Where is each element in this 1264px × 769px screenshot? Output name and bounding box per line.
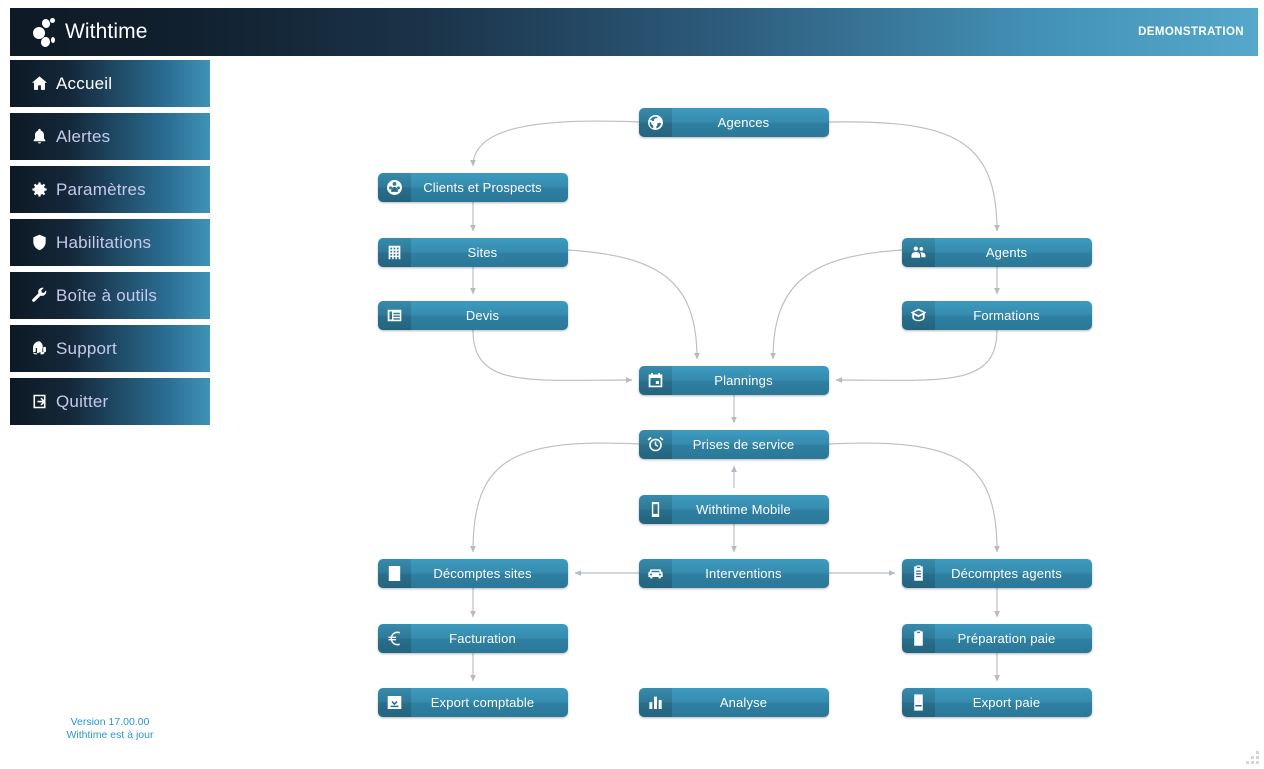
flow-node-agents[interactable]: Agents	[902, 238, 1092, 267]
flow-node-sites[interactable]: Sites	[378, 238, 568, 267]
flow-node-clients[interactable]: Clients et Prospects	[378, 173, 568, 202]
flow-node-label: Décomptes sites	[433, 566, 532, 581]
flow-node-export_paie[interactable]: Export paie	[902, 688, 1092, 717]
car-icon	[639, 559, 672, 588]
app-header: Withtime DEMONSTRATION	[10, 8, 1258, 56]
version-status: Withtime est à jour	[66, 729, 154, 741]
flow-node-label: Préparation paie	[957, 631, 1056, 646]
globe-icon	[639, 108, 672, 137]
shield-icon	[22, 233, 56, 252]
resize-grip-icon[interactable]	[1246, 751, 1260, 765]
bar-chart-icon	[639, 688, 672, 717]
version-number: Version 17.00.00	[70, 716, 150, 728]
version-block: Version 17.00.00 Withtime est à jour	[10, 716, 210, 742]
flow-node-preparation_paie[interactable]: Préparation paie	[902, 624, 1092, 653]
gear-icon	[22, 180, 56, 199]
app-title: Withtime	[65, 20, 148, 43]
sidebar-item-alertes[interactable]: Alertes	[10, 113, 210, 160]
flow-node-facturation[interactable]: Facturation	[378, 624, 568, 653]
flow-node-label: Sites	[467, 245, 498, 260]
environment-badge: DEMONSTRATION	[1138, 26, 1244, 38]
sidebar-item-support[interactable]: Support	[10, 325, 210, 372]
flow-node-label: Prises de service	[692, 437, 795, 452]
flow-node-agences[interactable]: Agences	[639, 108, 829, 137]
sidebar-item-label: Paramètres	[56, 179, 146, 199]
flow-node-label: Décomptes agents	[951, 566, 1062, 581]
flow-node-label: Agences	[717, 115, 770, 130]
euro-icon	[378, 624, 411, 653]
calendar-icon	[639, 366, 672, 395]
flow-node-devis[interactable]: Devis	[378, 301, 568, 330]
building-icon	[378, 238, 411, 267]
flow-node-label: Facturation	[449, 631, 516, 646]
flow-node-label: Interventions	[705, 566, 782, 581]
clipboard-check-icon	[902, 624, 935, 653]
sidebar-item-quitter[interactable]: Quitter	[10, 378, 210, 425]
sidebar-item-bo-te-outils[interactable]: Boîte à outils	[10, 272, 210, 319]
wrench-icon	[22, 286, 56, 305]
clipboard-list-icon	[902, 559, 935, 588]
sidebar-item-habilitations[interactable]: Habilitations	[10, 219, 210, 266]
smartphone-icon	[639, 495, 672, 524]
headset-icon	[22, 339, 56, 358]
download-box-icon	[378, 688, 411, 717]
flow-node-analyse[interactable]: Analyse	[639, 688, 829, 717]
flow-node-plannings[interactable]: Plannings	[639, 366, 829, 395]
download-doc-icon	[902, 688, 935, 717]
app-logo[interactable]: Withtime	[32, 17, 148, 48]
logout-icon	[22, 392, 56, 411]
sidebar-item-label: Accueil	[56, 73, 113, 93]
withtime-bubbles-logo-icon	[32, 17, 62, 48]
sidebar-item-label: Alertes	[56, 126, 111, 146]
sidebar-item-label: Habilitations	[56, 232, 152, 252]
document-icon	[378, 301, 411, 330]
flow-node-formations[interactable]: Formations	[902, 301, 1092, 330]
flow-node-label: Devis	[465, 308, 500, 323]
bell-icon	[22, 127, 56, 146]
flow-node-label: Export paie	[972, 695, 1041, 710]
sidebar-item-label: Quitter	[56, 391, 109, 411]
flow-node-interventions[interactable]: Interventions	[639, 559, 829, 588]
home-icon	[22, 74, 56, 93]
sidebar-item-accueil[interactable]: Accueil	[10, 60, 210, 107]
flowchart-edges	[470, 120, 1000, 682]
booklet-icon	[378, 559, 411, 588]
flow-node-decomptes_agents[interactable]: Décomptes agents	[902, 559, 1092, 588]
people-circle-icon	[378, 173, 411, 202]
flow-node-label: Withtime Mobile	[696, 502, 791, 517]
flow-node-mobile[interactable]: Withtime Mobile	[639, 495, 829, 524]
flow-node-label: Agents	[985, 245, 1028, 260]
flow-node-label: Plannings	[714, 373, 773, 388]
flow-node-label: Formations	[973, 308, 1040, 323]
sidebar-item-param-tres[interactable]: Paramètres	[10, 166, 210, 213]
graduation-cap-icon	[902, 301, 935, 330]
sidebar-item-label: Boîte à outils	[56, 285, 158, 305]
flow-node-decomptes_sites[interactable]: Décomptes sites	[378, 559, 568, 588]
flow-node-export_comptable[interactable]: Export comptable	[378, 688, 568, 717]
flow-node-prises[interactable]: Prises de service	[639, 430, 829, 459]
users-icon	[902, 238, 935, 267]
sidebar-item-label: Support	[56, 338, 117, 358]
alarm-clock-icon	[639, 430, 672, 459]
flow-node-label: Clients et Prospects	[423, 180, 542, 195]
flow-node-label: Export comptable	[430, 695, 535, 710]
flow-node-label: Analyse	[719, 695, 768, 710]
